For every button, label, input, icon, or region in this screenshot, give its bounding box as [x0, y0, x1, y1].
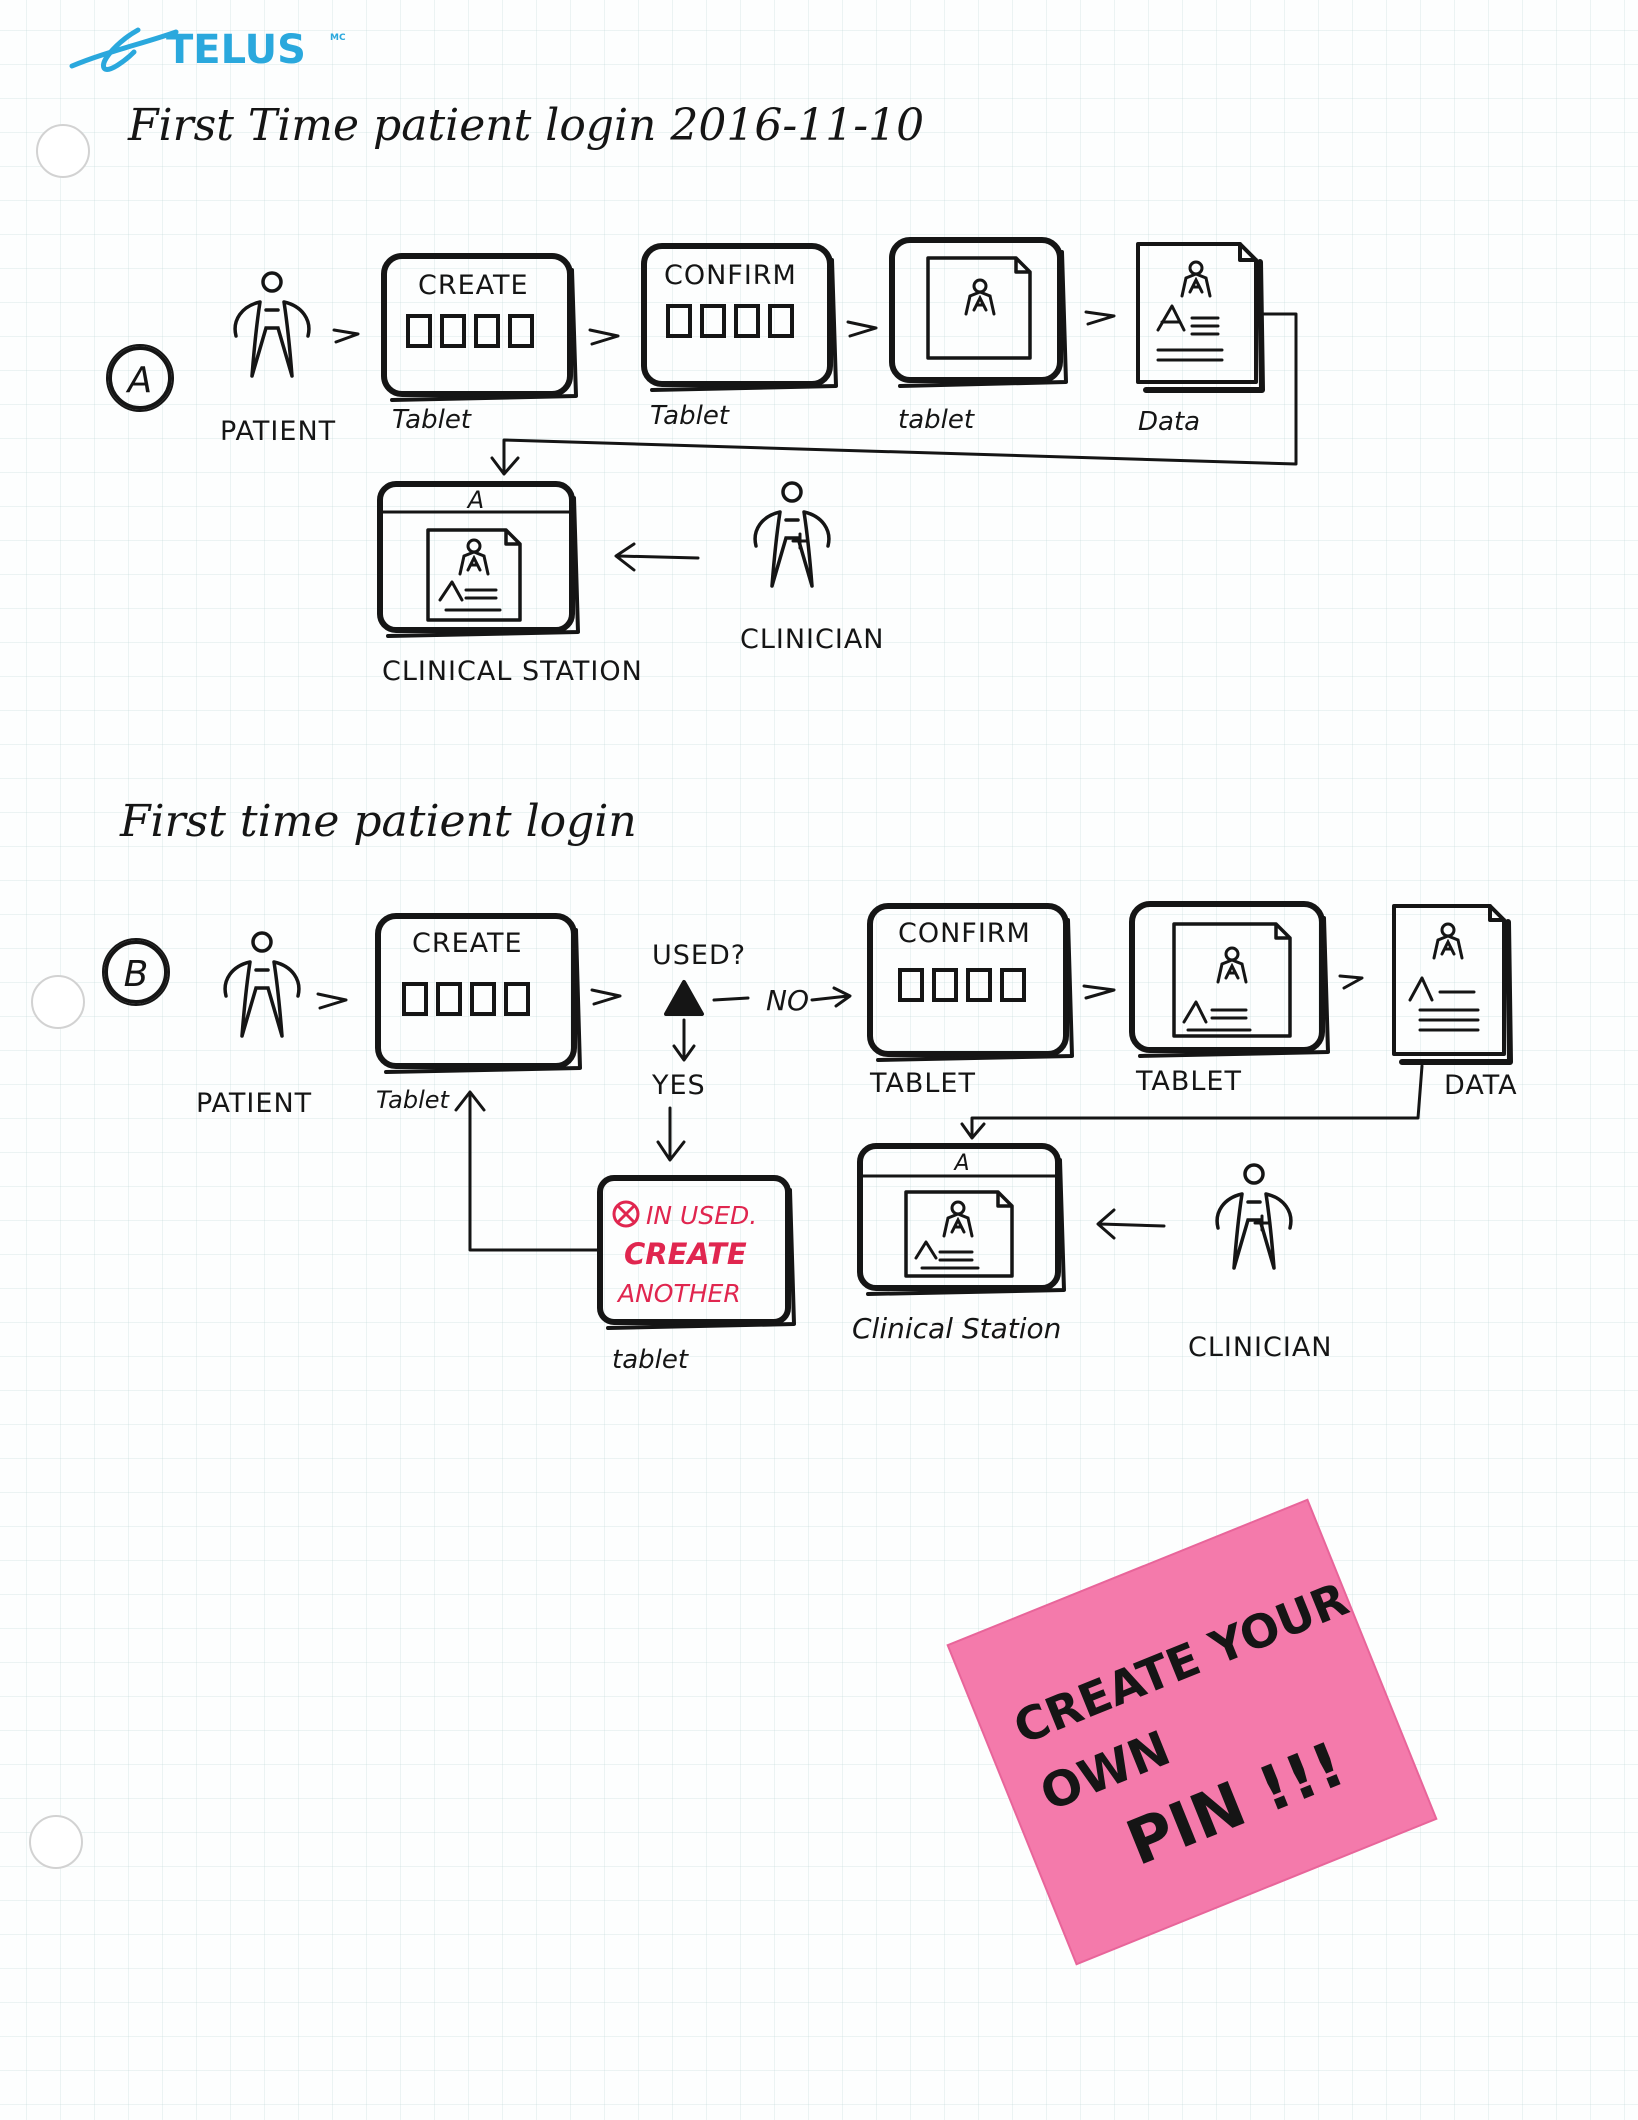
section-b-error-tablet-label: tablet	[612, 1345, 689, 1375]
section-b-create-heading: CREATE	[412, 928, 523, 959]
error-x-icon	[612, 1200, 640, 1228]
arrow-b-create-to-decision-icon	[590, 988, 622, 1006]
section-b-clinician-label: CLINICIAN	[1188, 1332, 1333, 1363]
section-a-tablet-2-label: Tablet	[650, 401, 730, 431]
section-a-create-screen: CREATE	[381, 253, 578, 402]
section-b-title: First time patient login	[119, 796, 637, 847]
arrow-b-patient-to-create-icon	[316, 992, 348, 1010]
section-b-clinician-icon	[1215, 1163, 1293, 1270]
section-b-marker-letter: B	[124, 954, 149, 995]
section-a-data-document-icon	[1136, 242, 1265, 393]
arrow-patient-to-create-icon	[332, 328, 360, 344]
arrow-yes-to-error-icon	[656, 1106, 686, 1162]
section-b-error-screen: IN USED. CREATE ANOTHER	[597, 1175, 796, 1330]
arrow-clinician-to-station-icon	[614, 542, 700, 572]
arrow-b-confirm-to-profile-icon	[1082, 984, 1116, 1000]
arrow-confirm-to-profile-icon	[846, 320, 878, 338]
telus-mark-icon	[69, 27, 179, 72]
section-a-data-label: Data	[1138, 407, 1200, 437]
section-a-profile-screen	[889, 237, 1068, 388]
section-b-profile-screen	[1129, 901, 1330, 1058]
decision-question: USED?	[652, 940, 746, 971]
arrow-b-clinician-to-station-icon	[1096, 1208, 1166, 1240]
section-a-clinical-station-label: CLINICAL STATION	[382, 656, 643, 687]
decision-yes-label: YES	[651, 1070, 706, 1101]
section-a-create-heading: CREATE	[418, 270, 529, 301]
binder-holes	[29, 124, 90, 1869]
section-b-confirm-screen: CONFIRM	[867, 903, 1074, 1062]
sticky-note: CREATE YOUR OWN PIN !!!	[946, 1498, 1438, 1966]
arrow-decision-yes-up-icon	[672, 1018, 696, 1062]
section-b-tablet-3-label: TABLET	[1135, 1066, 1242, 1097]
arrow-profile-to-data-icon	[1084, 310, 1116, 326]
section-b-clinical-station-screen: A	[857, 1143, 1066, 1296]
section-a-confirm-screen: CONFIRM	[641, 243, 838, 392]
section-a-clinician-icon	[753, 481, 831, 588]
section-b: First time patient login B PATIENT CREAT…	[102, 796, 1518, 1375]
section-b-clinical-station-label: Clinical Station	[852, 1312, 1061, 1345]
decision-no-line-icon	[712, 996, 750, 1002]
section-a-patient-icon	[233, 271, 311, 378]
section-a-marker-letter: A	[126, 360, 153, 401]
arrow-error-back-to-create-icon	[454, 1090, 602, 1252]
arrow-no-to-confirm-icon	[810, 986, 852, 1008]
error-line-1: IN USED.	[646, 1201, 757, 1230]
section-a-clinician-label: CLINICIAN	[740, 624, 885, 655]
section-a: First Time patient login 2016-11-10 A PA…	[106, 100, 1298, 687]
section-b-patient-icon	[223, 931, 301, 1038]
decision-triangle-icon	[664, 980, 704, 1016]
section-b-create-screen: CREATE	[375, 913, 582, 1074]
section-b-confirm-heading: CONFIRM	[898, 918, 1031, 949]
section-a-station-avatar-letter: A	[466, 486, 484, 514]
section-b-patient-label: PATIENT	[196, 1088, 312, 1119]
decision-no-label: NO	[766, 984, 809, 1017]
section-b-marker: B	[102, 938, 170, 1006]
section-b-data-document-icon	[1392, 904, 1513, 1065]
telus-trademark: MC	[330, 33, 346, 43]
section-a-clinical-station-screen: A	[377, 481, 580, 638]
arrow-b-data-to-station-icon	[960, 1064, 1424, 1140]
section-a-tablet-3-label: tablet	[898, 405, 975, 435]
telus-logo: TELUS MC	[69, 27, 346, 73]
error-line-3: ANOTHER	[616, 1279, 741, 1308]
section-b-data-label: DATA	[1444, 1070, 1518, 1101]
section-b-tablet-1-label: Tablet	[376, 1086, 451, 1114]
section-a-patient-label: PATIENT	[220, 416, 336, 447]
section-a-tablet-1-label: Tablet	[392, 405, 472, 435]
section-b-tablet-2-label: TABLET	[869, 1068, 976, 1099]
error-line-2: CREATE	[624, 1237, 747, 1271]
section-b-station-avatar-letter: A	[952, 1151, 969, 1176]
section-a-title: First Time patient login 2016-11-10	[127, 100, 924, 151]
arrow-create-to-confirm-icon	[588, 328, 620, 346]
section-a-marker: A	[106, 344, 174, 412]
section-b-decision: USED? NO YES	[651, 940, 852, 1162]
telus-wordmark: TELUS	[166, 27, 306, 73]
arrow-data-to-clinical-station-icon	[490, 312, 1298, 476]
section-a-confirm-heading: CONFIRM	[664, 260, 797, 291]
arrow-b-profile-to-data-icon	[1338, 974, 1364, 990]
